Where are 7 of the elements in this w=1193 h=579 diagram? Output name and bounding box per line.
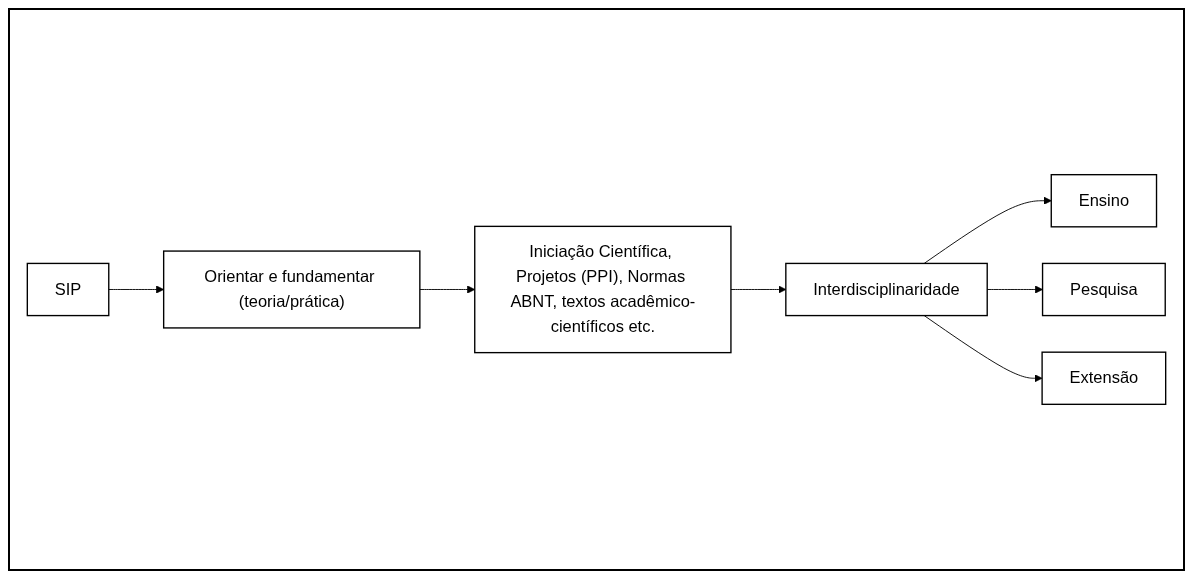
node-box: Pesquisa [1041,262,1166,317]
node-box: Orientar e fundamentar (teoria/prática) [162,250,421,329]
node-box: Ensino [1050,174,1158,228]
node-box: SIP [26,262,110,317]
node-box: Iniciação Científica, Projetos (PPI), Normas ABNT, textos acadêmico-científicos etc. [474,225,732,354]
node-box: Interdisciplinaridade [785,262,988,317]
node-box: Extensão [1041,351,1167,405]
